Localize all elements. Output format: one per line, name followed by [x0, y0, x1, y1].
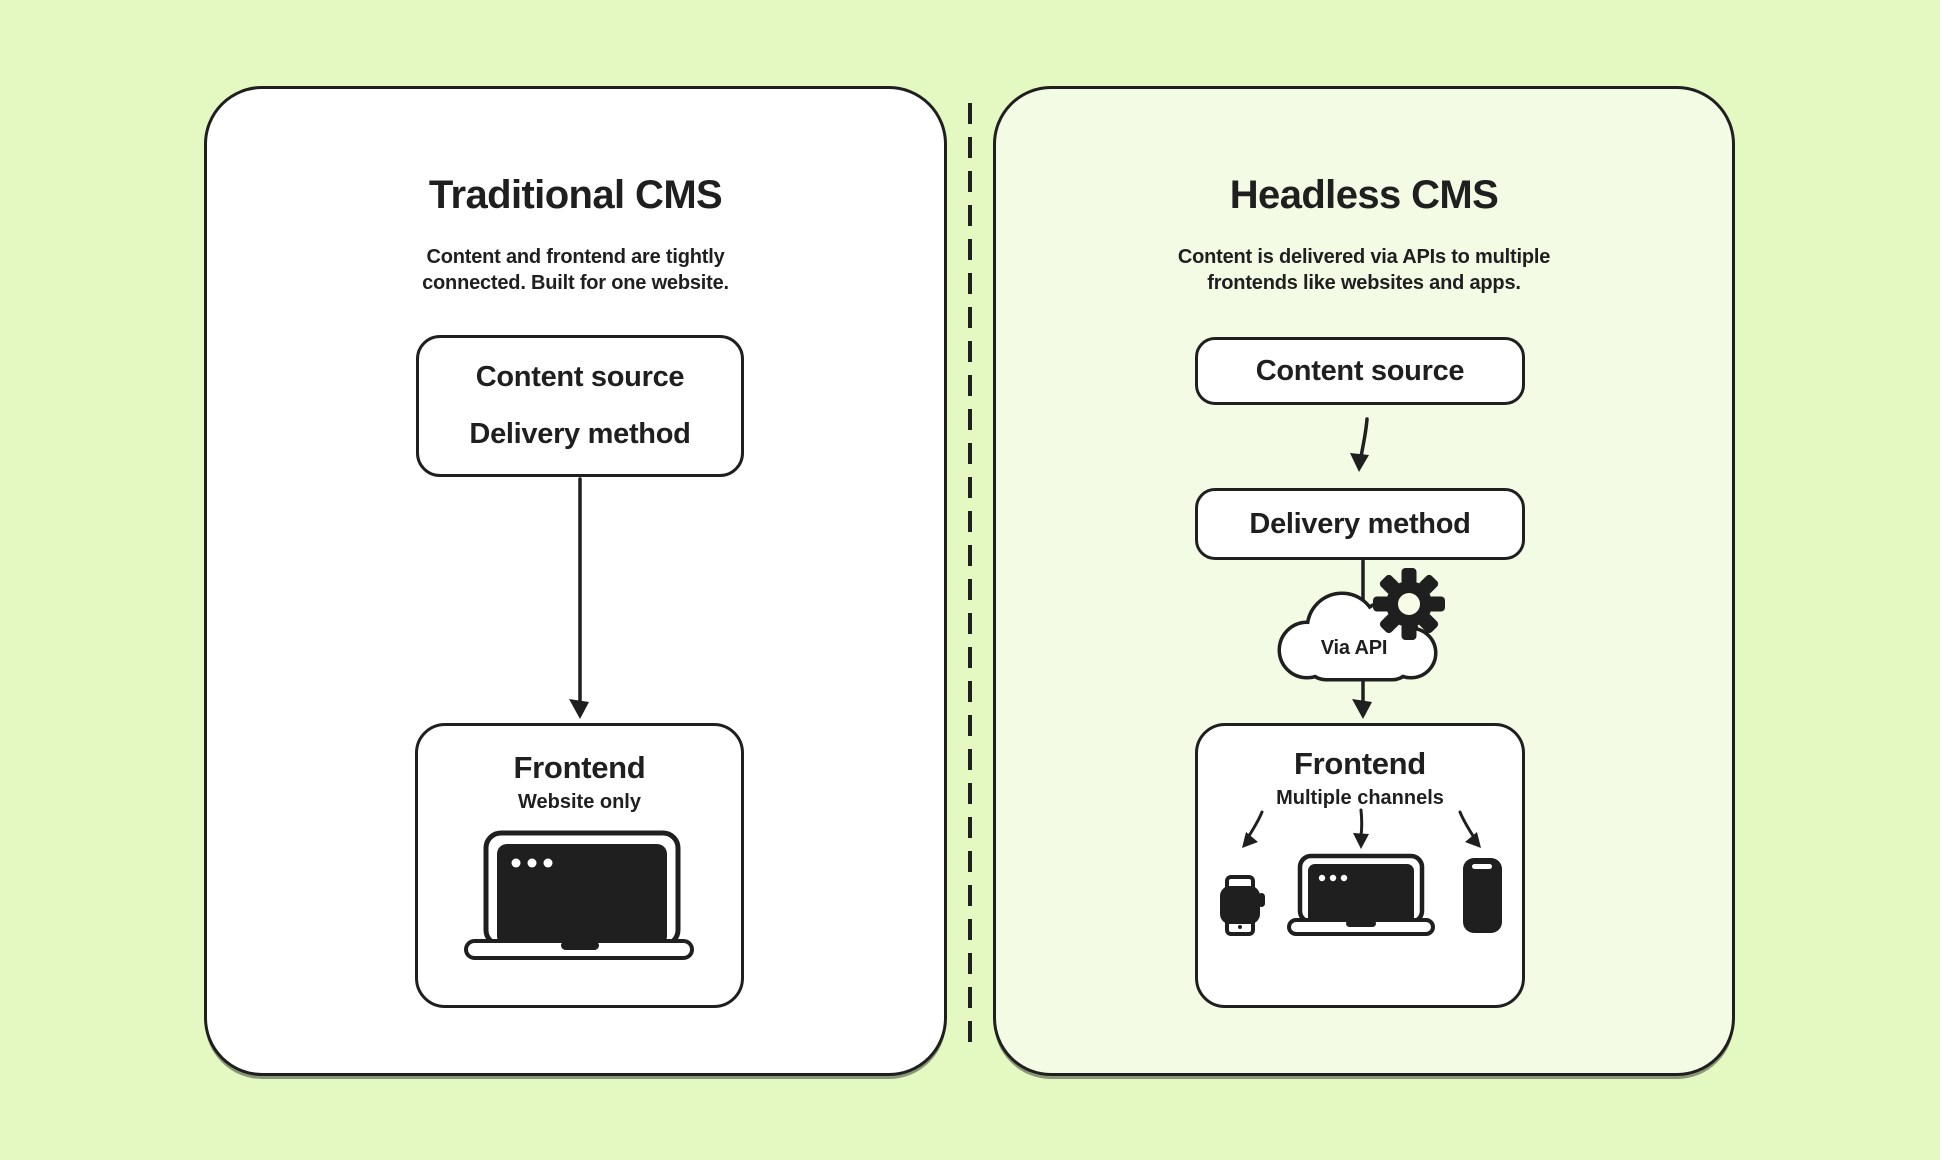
traditional-content-source-label: Content source: [475, 361, 685, 394]
headless-frontend-subtitle: Multiple channels: [1276, 787, 1444, 809]
traditional-frontend-subtitle: Website only: [518, 791, 641, 813]
traditional-frontend-title: Frontend: [513, 750, 646, 785]
traditional-stack-box: Content source Delivery method: [416, 335, 744, 477]
headless-frontend-title: Frontend: [1294, 746, 1426, 781]
headless-delivery-method-box: Delivery method: [1195, 488, 1525, 560]
headless-cms-subtitle: Content is delivered via APIs to multipl…: [993, 244, 1735, 296]
headless-content-source-label: Content source: [1255, 354, 1465, 387]
headless-frontend-box: Frontend Multiple channels: [1195, 723, 1525, 1008]
traditional-cms-subtitle-line2: connected. Built for one website.: [422, 272, 729, 294]
headless-content-source-box: Content source: [1195, 337, 1525, 405]
via-api-label: Via API: [1320, 637, 1388, 659]
headless-cms-title: Headless CMS: [1229, 172, 1499, 217]
traditional-cms-subtitle: Content and frontend are tightly connect…: [204, 244, 947, 296]
headless-delivery-method-label: Delivery method: [1249, 507, 1471, 540]
traditional-frontend-box: Frontend Website only: [415, 723, 744, 1008]
headless-cms-subtitle-line1: Content is delivered via APIs to multipl…: [1177, 246, 1551, 268]
traditional-delivery-method-label: Delivery method: [469, 417, 691, 450]
headless-cms-subtitle-line2: frontends like websites and apps.: [1207, 272, 1521, 294]
traditional-cms-title: Traditional CMS: [428, 172, 723, 217]
traditional-cms-subtitle-line1: Content and frontend are tightly: [426, 246, 725, 268]
